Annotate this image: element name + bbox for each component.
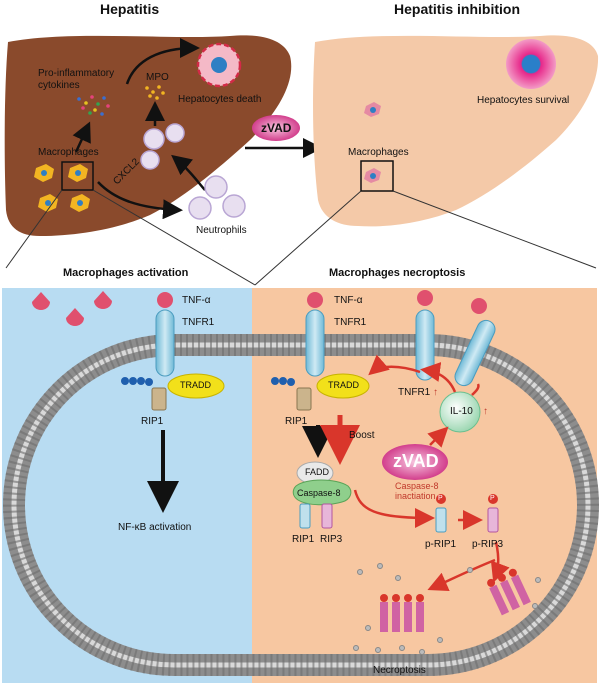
- prip1-molecule: [435, 494, 447, 533]
- label-tnfr1-up: TNFR1 ↑: [398, 387, 439, 398]
- label-neutrophils: Neutrophils: [196, 225, 247, 236]
- label-tnfr1-left: TNFR1: [182, 317, 215, 328]
- label-macrophages-right: Macrophages: [348, 147, 409, 158]
- label-caspase8-inactiation-1: Caspase-8: [395, 481, 439, 491]
- rip1-rip3-right: [299, 503, 333, 529]
- label-fadd: FADD: [305, 467, 330, 477]
- zoom-line-right-2: [392, 190, 597, 269]
- prip3-molecule: [487, 494, 499, 533]
- zoom-line-right-1: [254, 190, 362, 286]
- label-p-rip1: p-RIP1: [425, 539, 457, 550]
- leaking-molecules: [353, 563, 541, 655]
- label-p-rip1-phospho: P: [438, 495, 443, 502]
- arrow-cytokines-to-death: [125, 38, 200, 85]
- tnf-molecules-left: [32, 291, 173, 327]
- label-macrophages-left: Macrophages: [38, 147, 99, 158]
- title-hepatitis: Hepatitis: [100, 1, 160, 17]
- rip1-left: [121, 377, 167, 411]
- label-rip1-left: RIP1: [141, 416, 164, 427]
- title-hepatitis-inhibition: Hepatitis inhibition: [394, 1, 520, 17]
- tradd-left: [167, 373, 225, 399]
- label-zvad-top: zVAD: [261, 121, 292, 135]
- mpo-dots: [145, 85, 165, 100]
- macrophage-cells-liver: [34, 164, 90, 212]
- label-cytokines: cytokines: [38, 80, 80, 91]
- macrophage-zoom-box-left: [61, 161, 94, 191]
- hepatocyte-survival-cell: [506, 39, 556, 89]
- zoom-line-left-1: [5, 189, 63, 269]
- tnf-molecules-right: [307, 290, 487, 314]
- label-boost: Boost: [349, 430, 375, 441]
- necroptosis-pore-1: [380, 594, 424, 632]
- arrow-zvad-to-prip: [353, 489, 435, 528]
- label-rip1-complex: RIP1: [292, 534, 315, 545]
- label-mpo: MPO: [146, 72, 169, 83]
- hepatocyte-death-cell: [196, 42, 242, 88]
- arrow-il10-to-receptor: [420, 362, 457, 393]
- macrophage-cells-right: [364, 102, 381, 183]
- neutrophil-cells-outside: [188, 175, 246, 220]
- il10-circle: [439, 391, 481, 433]
- zvad-top-oval: [252, 115, 300, 141]
- arrow-to-pore: [427, 558, 496, 592]
- label-hepatocytes-survival: Hepatocytes survival: [477, 95, 570, 106]
- cytokine-dots: [77, 95, 110, 116]
- tnfr1-receptor-left: [155, 309, 175, 377]
- arrow-il10-to-tradd: [368, 354, 421, 376]
- zoom-line-left-2: [92, 189, 256, 286]
- neutrophil-cells-liver: [140, 123, 185, 170]
- arrow-cxcl2: [97, 181, 183, 220]
- cell-membrane: [3, 334, 599, 676]
- label-p-rip3: p-RIP3: [472, 539, 504, 550]
- label-tnf-right: TNF-α: [334, 295, 363, 306]
- label-rip3-complex: RIP3: [320, 534, 343, 545]
- caspase8-blob: [292, 479, 352, 506]
- label-tnf-left: TNF-α: [182, 295, 211, 306]
- rip1-right: [271, 377, 312, 411]
- label-nfkb: NF-κB activation: [118, 522, 192, 533]
- label-hepatocytes-death: Hepatocytes death: [178, 94, 262, 105]
- title-macrophages-necroptosis: Macrophages necroptosis: [329, 267, 466, 279]
- arrow-neutrophils-up: [171, 154, 206, 191]
- label-pro-inflammatory: Pro-inflammatory: [38, 68, 115, 79]
- label-rip1-right: RIP1: [285, 416, 308, 427]
- macrophage-zoom-box-right: [360, 160, 394, 192]
- arrow-macrophage-to-cytokines: [72, 121, 91, 153]
- tradd-right: [316, 373, 370, 399]
- label-p-rip3-phospho: P: [490, 495, 495, 502]
- label-necroptosis: Necroptosis: [373, 665, 426, 676]
- label-caspase8: Caspase-8: [297, 488, 341, 498]
- label-il10-group: IL-10 ↑: [450, 406, 488, 417]
- label-tradd-left: TRADD: [180, 380, 211, 390]
- title-macrophages-activation: Macrophages activation: [63, 267, 189, 279]
- label-zvad-bottom: zVAD: [393, 451, 439, 471]
- arrow-prip3-to-membrane: [490, 541, 510, 583]
- label-tnfr1-right: TNFR1: [334, 317, 367, 328]
- arrow-zvad-to-il10: [427, 426, 449, 448]
- label-caspase8-inactiation-2: inactiation: [395, 491, 436, 501]
- label-tradd-right: TRADD: [328, 380, 359, 390]
- zvad-bottom-oval: [382, 444, 448, 480]
- necroptosis-pore-2: [487, 568, 531, 616]
- arrow-receptor-to-il10: [471, 383, 480, 396]
